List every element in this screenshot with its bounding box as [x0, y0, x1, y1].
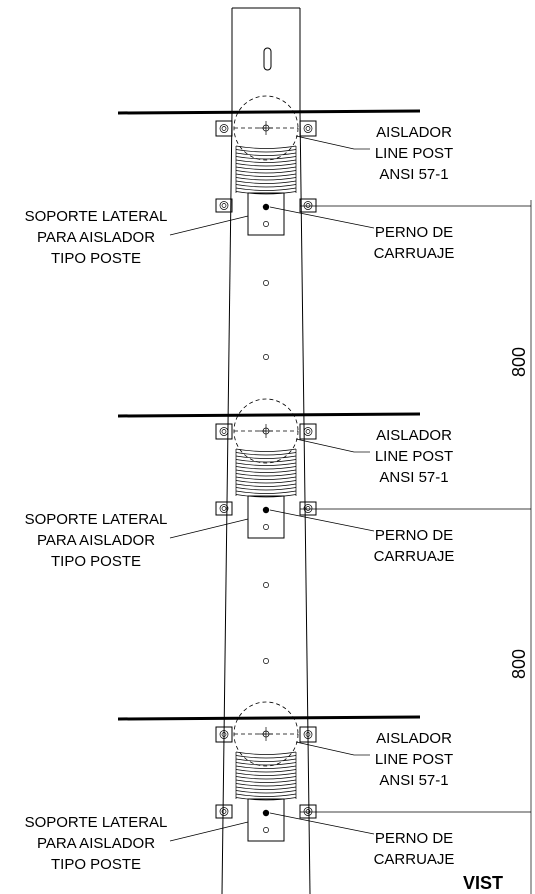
- clamp-plate: [299, 423, 317, 440]
- lateral-support-label: SOPORTE LATERAL: [25, 208, 168, 225]
- clamp-plate: [215, 726, 233, 743]
- lateral-support-label: PARA AISLADOR: [37, 532, 155, 549]
- carriage-bolt-label: CARRUAJE: [374, 851, 455, 868]
- carriage-bolt-label: CARRUAJE: [374, 548, 455, 565]
- clamp-plate: [215, 198, 233, 213]
- insulator-label: LINE POST: [375, 145, 453, 162]
- lateral-support-label: SOPORTE LATERAL: [25, 814, 168, 831]
- pole-top-slot: [263, 47, 272, 71]
- clamp-plate: [215, 120, 233, 137]
- insulator-label: LINE POST: [375, 751, 453, 768]
- insulator-label: ANSI 57-1: [379, 166, 448, 183]
- clamp-plate: [299, 726, 317, 743]
- insulator-label: AISLADOR: [376, 124, 452, 141]
- insulator-label: AISLADOR: [376, 427, 452, 444]
- dimension-800-top: 800: [509, 347, 529, 377]
- clamp-plate: [299, 120, 317, 137]
- insulator-label: LINE POST: [375, 448, 453, 465]
- carriage-bolt-label: PERNO DE: [375, 224, 453, 241]
- pole-holes: [263, 280, 269, 664]
- insulator-body: [235, 751, 297, 801]
- insulator-label: ANSI 57-1: [379, 469, 448, 486]
- view-title: VIST: [463, 873, 503, 893]
- carriage-bolt-label: PERNO DE: [375, 830, 453, 847]
- lateral-support-bracket: [247, 798, 285, 842]
- lateral-support-label: TIPO POSTE: [51, 250, 141, 267]
- lateral-support-label: PARA AISLADOR: [37, 229, 155, 246]
- insulator-label: ANSI 57-1: [379, 772, 448, 789]
- clamp-plate: [299, 501, 317, 516]
- lateral-support-label: TIPO POSTE: [51, 553, 141, 570]
- clamp-plate: [215, 804, 233, 819]
- clamp-plate: [215, 423, 233, 440]
- conductor-lines: [117, 109, 421, 721]
- dimension-800-bottom: 800: [509, 649, 529, 679]
- lateral-support-bracket: [247, 495, 285, 539]
- clamp-plate: [215, 501, 233, 516]
- insulator-body: [235, 145, 297, 195]
- carriage-bolt: [262, 809, 270, 817]
- pole: [221, 7, 311, 894]
- lateral-support-label: PARA AISLADOR: [37, 835, 155, 852]
- lateral-support-bracket: [247, 192, 285, 236]
- insulator-body: [235, 448, 297, 498]
- lateral-support-label: SOPORTE LATERAL: [25, 511, 168, 528]
- clamp-plate: [299, 804, 317, 819]
- carriage-bolt: [262, 203, 270, 211]
- insulator-label: AISLADOR: [376, 730, 452, 747]
- carriage-bolt-label: CARRUAJE: [374, 245, 455, 262]
- lateral-support-label: TIPO POSTE: [51, 856, 141, 873]
- clamp-plate: [299, 198, 317, 213]
- carriage-bolt: [262, 506, 270, 514]
- carriage-bolt-label: PERNO DE: [375, 527, 453, 544]
